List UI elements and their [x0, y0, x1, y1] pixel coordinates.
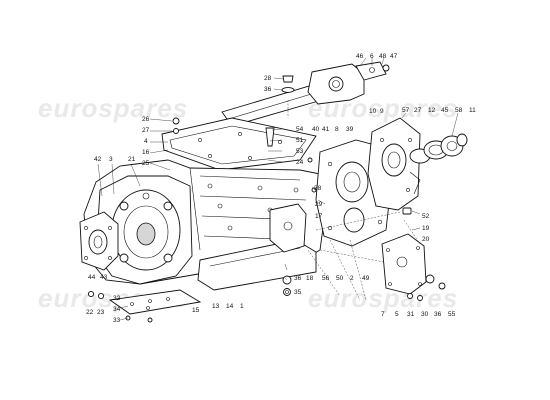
front-cover-plate: [79, 211, 119, 271]
callout-58: 58: [455, 107, 463, 114]
callout-15: 15: [192, 307, 200, 314]
callout-33: 33: [113, 317, 121, 324]
callout-2: 2: [350, 275, 354, 282]
callout-9: 9: [380, 108, 384, 115]
callout-44: 44: [88, 274, 96, 281]
callout-46: 46: [356, 53, 364, 60]
callout-34: 34: [113, 306, 121, 313]
callout-50: 50: [336, 275, 344, 282]
callout-55: 55: [448, 311, 456, 318]
callout-54: 54: [296, 126, 304, 133]
callout-57: 57: [402, 107, 410, 114]
watermark-top-left: eurospares: [38, 93, 188, 123]
callout-23: 23: [97, 309, 105, 316]
callout-3: 3: [109, 156, 113, 163]
rear-cover-plate: [381, 233, 427, 295]
callout-19: 19: [422, 225, 430, 232]
callout-26: 26: [142, 116, 150, 123]
callout-41: 41: [322, 126, 330, 133]
callout-47: 47: [390, 53, 398, 60]
callout-30: 30: [421, 311, 429, 318]
selector-linkage: [221, 61, 390, 127]
assembly-guides: [287, 100, 421, 301]
callout-28: 28: [264, 75, 272, 82]
callout-38: 38: [314, 185, 322, 192]
breather-cap: [281, 75, 295, 93]
rear-casing: [367, 117, 421, 211]
callout-48: 48: [379, 53, 387, 60]
callout-12: 12: [428, 107, 436, 114]
callout-45: 45: [441, 107, 449, 114]
callout-13: 13: [212, 303, 220, 310]
callout-27-right: 27: [414, 107, 422, 114]
callout-17: 17: [315, 213, 323, 220]
callout-32: 32: [113, 295, 121, 302]
callout-7: 7: [381, 311, 385, 318]
callout-49: 49: [362, 275, 370, 282]
output-flange: [409, 133, 468, 164]
callout-1: 1: [240, 303, 244, 310]
callout-20: 20: [422, 236, 430, 243]
callout-11: 11: [469, 107, 476, 114]
callout-25: 25: [142, 160, 150, 167]
callout-21: 21: [128, 156, 136, 163]
callout-8: 8: [335, 126, 339, 133]
callout-53: 53: [296, 148, 304, 155]
leader-lines: [97, 57, 459, 321]
callout-18: 18: [306, 275, 314, 282]
callout-56: 56: [322, 275, 330, 282]
base-plate: [108, 289, 202, 315]
callout-40: 40: [312, 126, 320, 133]
callout-10: 10: [369, 108, 377, 115]
callout-52: 52: [422, 213, 430, 220]
callout-35: 35: [294, 289, 302, 296]
top-cover-plate: [161, 117, 317, 171]
callout-27-left: 27: [142, 127, 150, 134]
callout-36-bottom: 36: [434, 311, 442, 318]
callout-4: 4: [144, 138, 148, 145]
small-hardware: [87, 157, 446, 323]
callout-36-top: 36: [264, 86, 272, 93]
callout-14: 14: [226, 303, 234, 310]
selector-bracket: [269, 203, 307, 253]
callout-39: 39: [346, 126, 354, 133]
callout-16: 16: [142, 149, 150, 156]
callout-6: 6: [370, 53, 374, 60]
callout-labels: 46 6 48 47 28 36 26 27 4 16 25 54 51 53 …: [86, 53, 476, 324]
callout-29: 29: [315, 201, 323, 208]
callout-22: 22: [86, 309, 94, 316]
callout-5: 5: [395, 311, 399, 318]
callout-24: 24: [296, 159, 304, 166]
callout-31: 31: [407, 311, 415, 318]
callout-43: 43: [100, 274, 108, 281]
callout-51: 51: [296, 137, 304, 144]
callout-36-mid: 36: [294, 275, 302, 282]
callout-42: 42: [94, 156, 102, 163]
watermark-bottom-right: eurospares: [308, 283, 458, 313]
